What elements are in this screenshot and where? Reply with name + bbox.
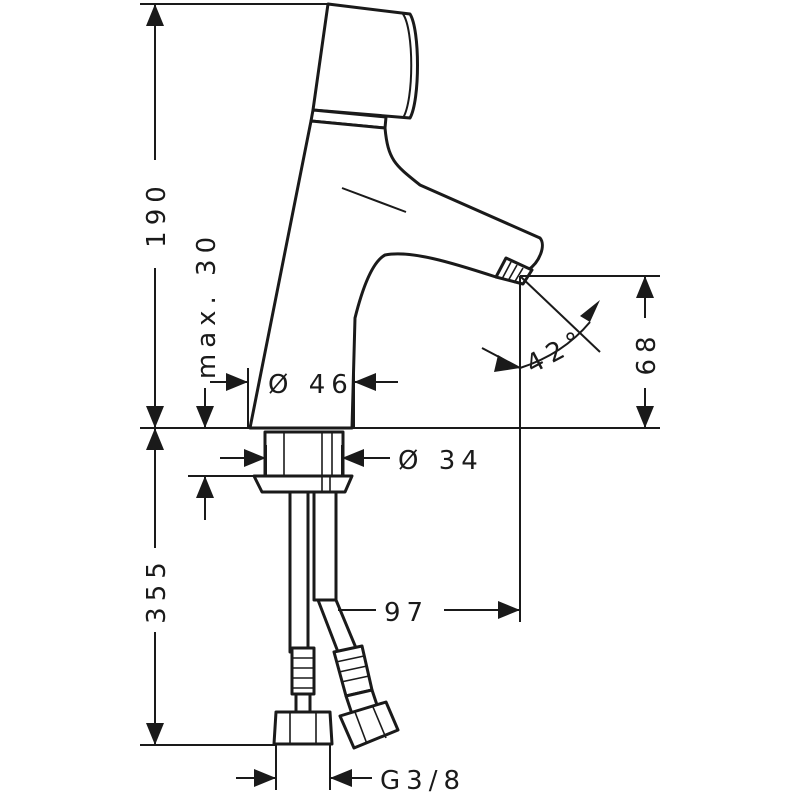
dim-below-deck: 355: [142, 428, 172, 745]
shank-assembly: [252, 430, 354, 654]
dim-total-height: 190: [142, 4, 172, 428]
dim-spout-angle: 42°: [481, 275, 601, 381]
right-connection-nut: [338, 700, 400, 750]
dim-shank-diameter: Ø 34: [220, 446, 484, 476]
dim-spout-reach: 97: [338, 598, 520, 628]
dim-42-label: 42°: [521, 324, 592, 381]
dim-190-label: 190: [142, 180, 172, 248]
dim-g38-label: G3/8: [380, 766, 466, 796]
dim-97-label: 97: [384, 598, 429, 628]
dim-d46-label: Ø 46: [268, 370, 354, 400]
dim-connection: G3/8: [236, 766, 466, 796]
dim-355-label: 355: [142, 556, 172, 624]
dim-d34-label: Ø 34: [398, 446, 484, 476]
dim-68-label: 68: [632, 330, 662, 375]
left-connection-nut: [272, 710, 334, 746]
dim-max30-label: max. 30: [192, 231, 222, 379]
faucet-outline: [248, 2, 544, 430]
extension-lines: [140, 3, 660, 790]
fixing-nut: [252, 474, 354, 494]
faucet-handle: [311, 2, 419, 120]
dim-base-diameter: Ø 46: [210, 370, 398, 400]
dim-max-hole: max. 30: [192, 231, 222, 520]
supply-hoses: [272, 598, 400, 750]
dim-spout-height: 68: [632, 276, 662, 428]
